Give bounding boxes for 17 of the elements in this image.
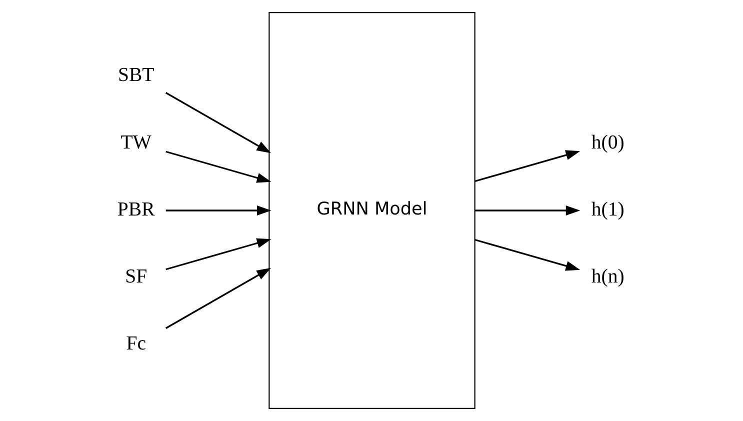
arrow (165, 205, 271, 216)
node-text: SF (124, 265, 147, 288)
node-text: h(1) (590, 198, 624, 220)
node-text: TW (120, 131, 151, 154)
arrow (474, 238, 580, 271)
arrow (164, 92, 270, 154)
node-text: h(n) (590, 265, 624, 288)
arrow (165, 150, 271, 183)
arrow (165, 238, 271, 270)
node-text: Fc (126, 332, 146, 355)
node-text: SBT (117, 64, 154, 86)
arrow (474, 205, 580, 216)
arrow (474, 150, 580, 182)
node-box: GRNN Model (268, 12, 475, 410)
node-text: PBR (116, 198, 154, 220)
node-text: h(0) (590, 131, 624, 154)
arrow (164, 268, 270, 329)
